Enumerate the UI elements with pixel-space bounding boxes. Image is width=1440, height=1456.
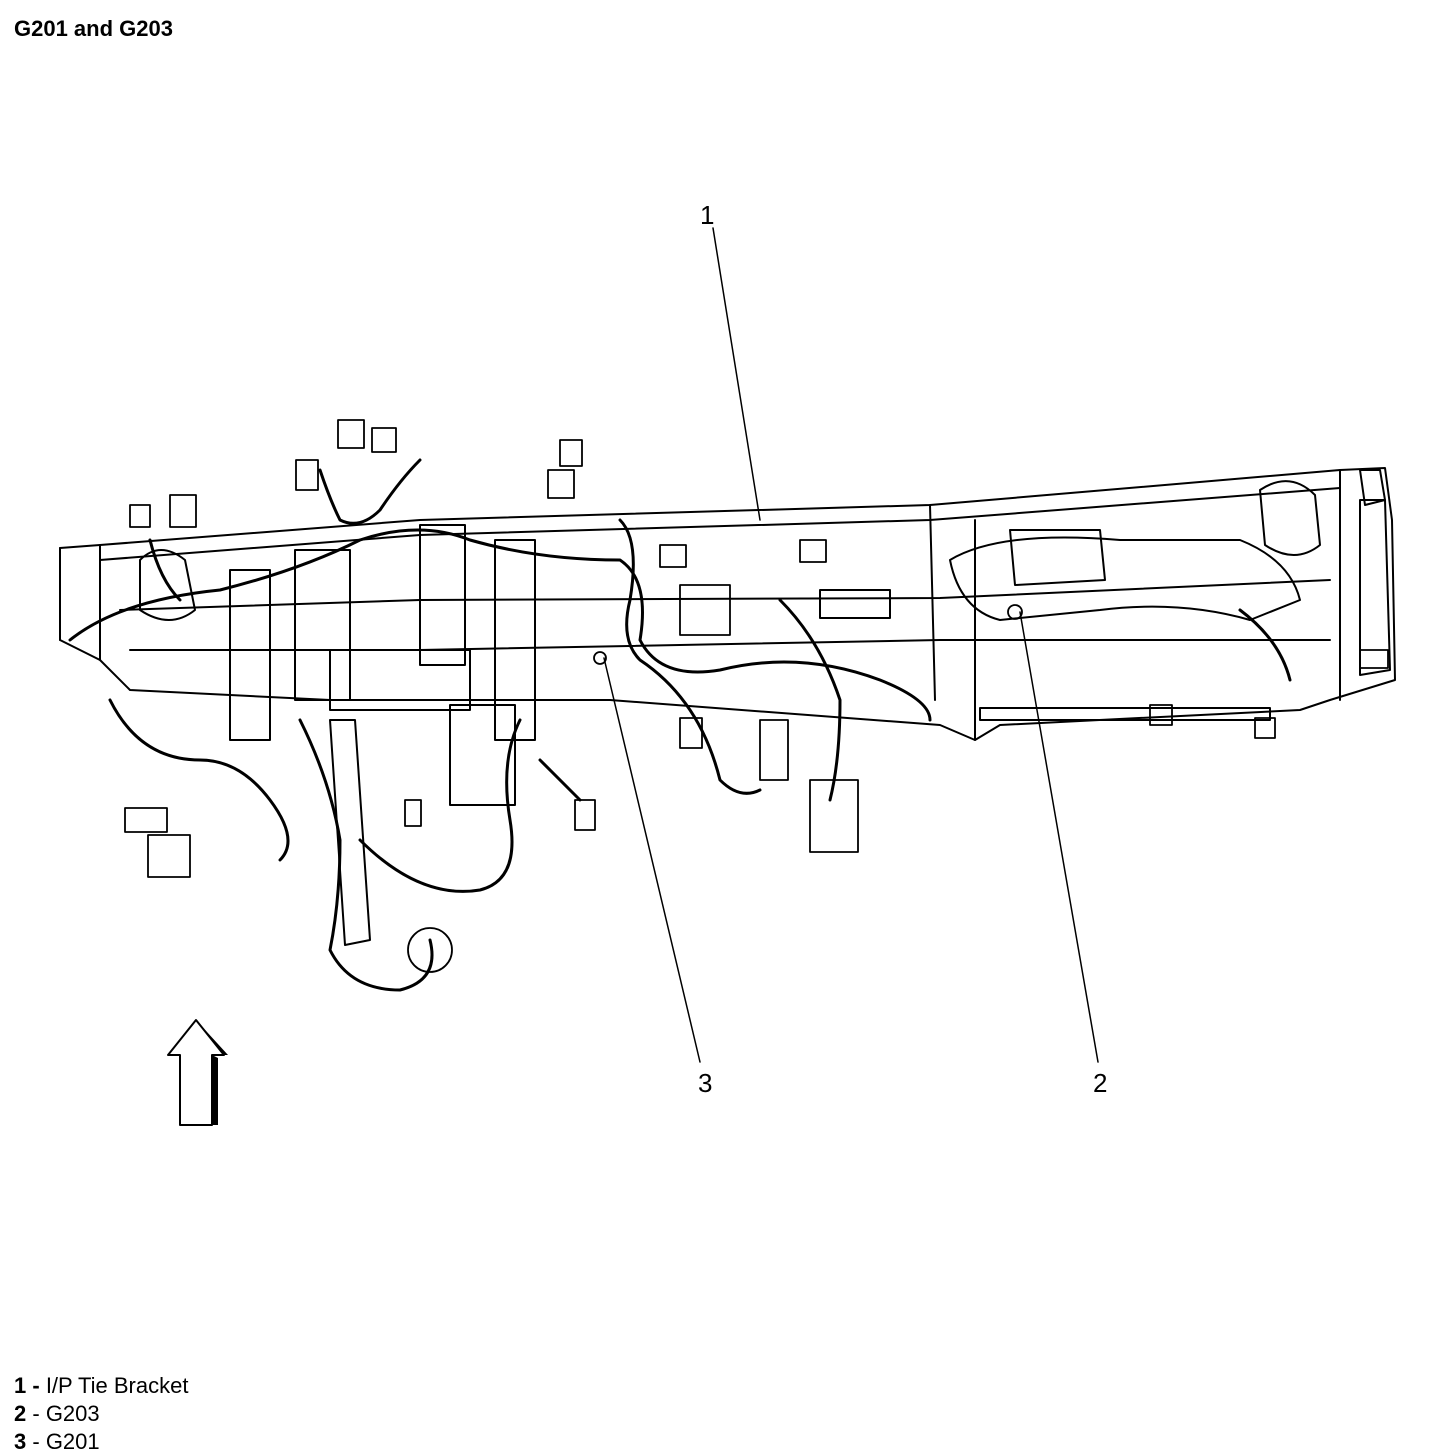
legend: 1 - I/P Tie Bracket 2 - G203 3 - G201 [14,1372,188,1456]
legend-text: I/P Tie Bracket [45,1373,189,1398]
legend-number: 2 [14,1401,27,1426]
legend-separator: - [26,1373,46,1398]
page-title: G201 and G203 [14,16,173,41]
up-arrow-icon [167,1019,228,1126]
legend-number: 1 [14,1373,27,1398]
ip-tie-bracket [59,467,1396,741]
legend-separator: - [26,1429,46,1454]
callout-3: 3 [698,1068,713,1098]
legend-item-3: 3 - G201 [14,1428,188,1456]
callout-1: 1 [700,200,715,230]
legend-separator: - [26,1401,46,1426]
callout-2: 2 [1093,1068,1108,1098]
legend-number: 3 [14,1429,27,1454]
legend-item-1: 1 - I/P Tie Bracket [14,1372,188,1400]
legend-text: G201 [45,1429,100,1454]
legend-item-2: 2 - G203 [14,1400,188,1428]
legend-text: G203 [45,1401,100,1426]
